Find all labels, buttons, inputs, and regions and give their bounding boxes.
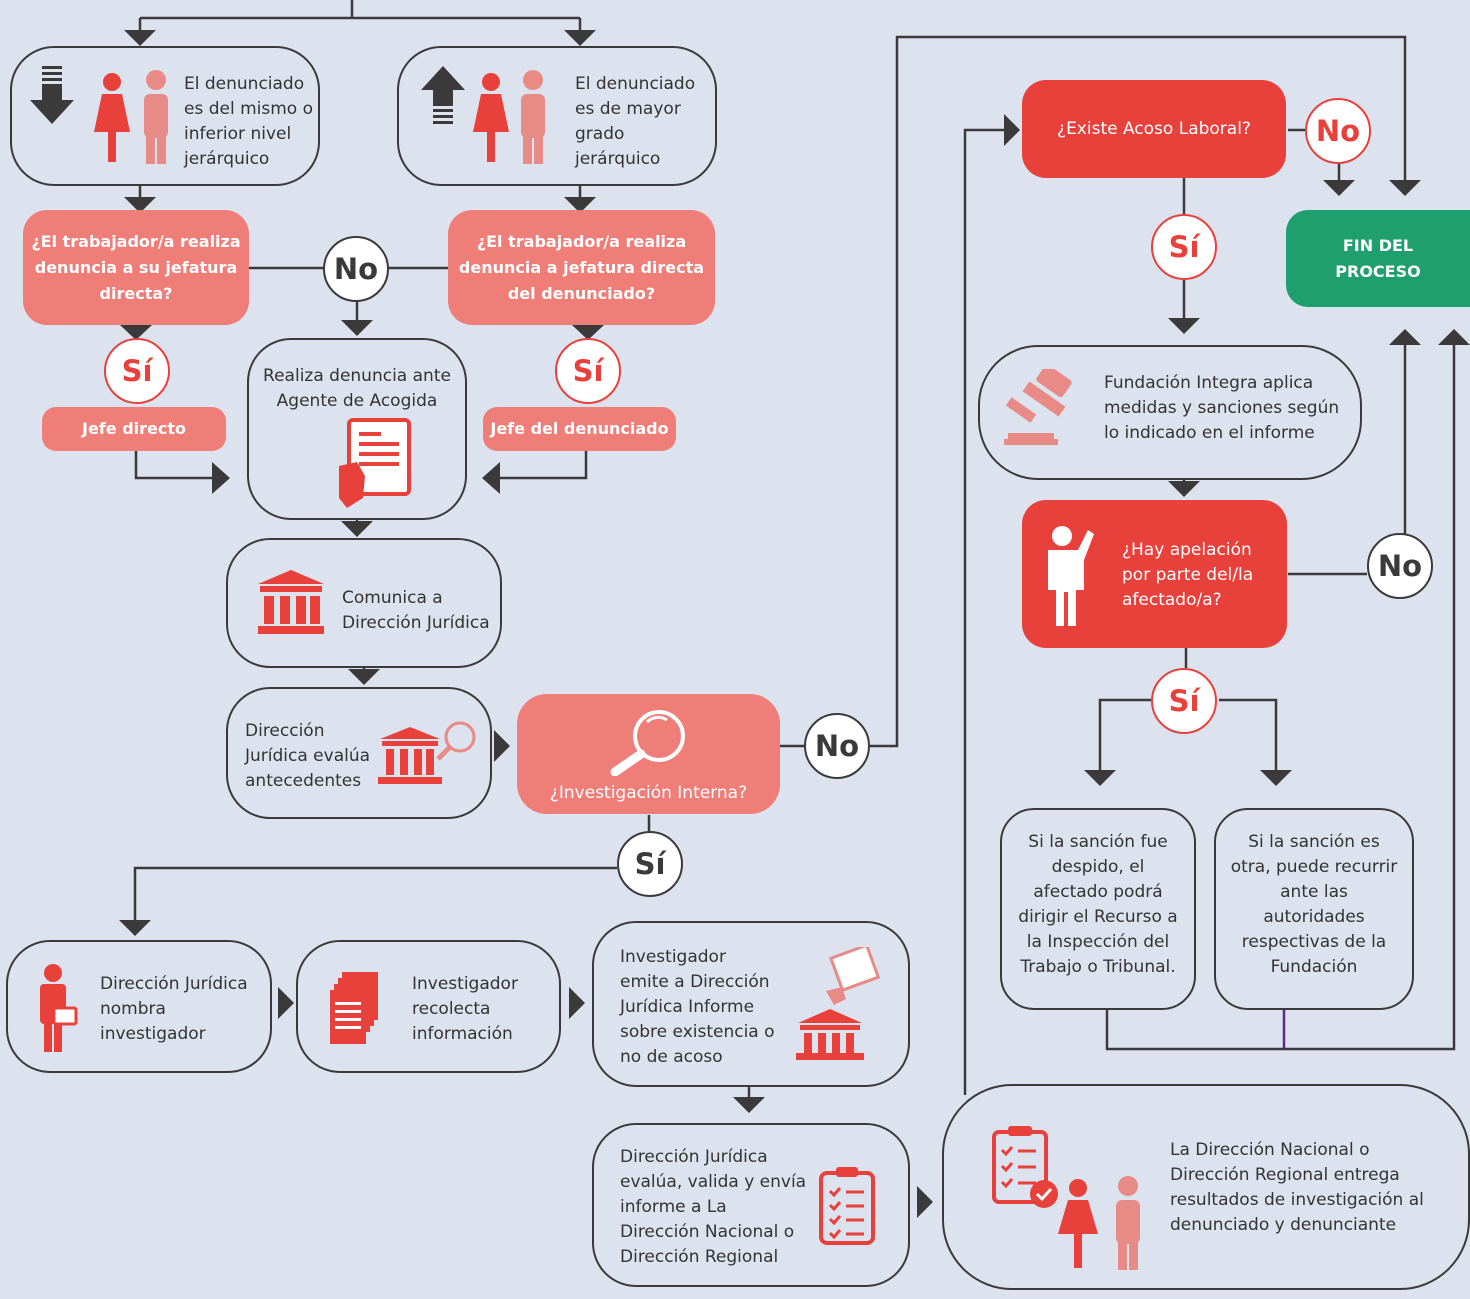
jefe-denunciado-label: Jefe del denunciado: [483, 407, 676, 451]
box-recolecta: Investigador recolecta información: [296, 940, 561, 1073]
arrow-down-people-icon: [30, 66, 168, 164]
question-apelacion: ¿Hay apelación por parte del/la afectado…: [1022, 500, 1287, 648]
box-valida-text: Dirección Jurídica evalúa, valida y enví…: [620, 1147, 807, 1267]
box-comunica-text: Comunica a Dirección Jurídica: [342, 588, 490, 633]
gavel-icon: [1004, 369, 1072, 445]
box-despido: Si la sanción fue despido, el afectado p…: [1000, 808, 1196, 1010]
no-circle-1: No: [323, 236, 389, 302]
files-icon: [330, 972, 378, 1044]
box-otra-text: Si la sanción es otra, puede recurrir an…: [1230, 832, 1398, 977]
box-higher-level-text: El denunciado es de mayor grado jerárqui…: [575, 74, 696, 169]
no-circle-2: No: [804, 713, 870, 779]
si-circle-5: Sí: [1151, 668, 1217, 734]
checklist-people-icon: [992, 1126, 1140, 1270]
document-hand-icon: [339, 418, 411, 508]
box-aplica: Fundación Integra aplica medidas y sanci…: [978, 345, 1362, 480]
question-investigacion: ¿Investigación Interna?: [517, 694, 780, 814]
box-evalua: Dirección Jurídica evalúa antecedentes: [226, 687, 492, 819]
si-circle-3: Sí: [617, 831, 683, 897]
question-direct-boss: ¿El trabajador/a realiza denuncia a su j…: [23, 210, 249, 325]
document-building-icon: [796, 947, 881, 1060]
box-despido-text: Si la sanción fue despido, el afectado p…: [1018, 832, 1178, 977]
box-valida: Dirección Jurídica evalúa, valida y enví…: [592, 1123, 910, 1287]
building-search-icon: [378, 721, 476, 784]
box-otra: Si la sanción es otra, puede recurrir an…: [1214, 808, 1414, 1010]
box-entrega: La Dirección Nacional o Dirección Region…: [942, 1084, 1470, 1290]
box-recolecta-text: Investigador recolecta información: [412, 974, 518, 1044]
box-aplica-text: Fundación Integra aplica medidas y sanci…: [1104, 373, 1340, 443]
box-agente-acogida: Realiza denuncia ante Agente de Acogida: [247, 338, 467, 520]
question-accused-boss: ¿El trabajador/a realiza denuncia a jefa…: [448, 210, 715, 325]
magnifier-icon: [610, 710, 685, 776]
box-lower-level: El denunciado es del mismo o inferior ni…: [10, 46, 320, 186]
question-apelacion-text: ¿Hay apelación por parte del/la afectado…: [1122, 540, 1254, 610]
question-acoso: ¿Existe Acoso Laboral?: [1022, 80, 1286, 178]
box-comunica: Comunica a Dirección Jurídica: [226, 538, 502, 668]
question-investigacion-text: ¿Investigación Interna?: [549, 783, 748, 803]
no-circle-3: No: [1305, 98, 1371, 164]
person-raising-hand-icon: [1048, 526, 1094, 626]
building-icon: [258, 570, 324, 634]
arrow-up-people-icon: [421, 66, 545, 164]
box-entrega-text: La Dirección Nacional o Dirección Region…: [1170, 1140, 1424, 1235]
box-nombra: Dirección Jurídica nombra investigador: [6, 940, 272, 1073]
box-lower-level-text: El denunciado es del mismo o inferior ni…: [184, 74, 314, 169]
box-higher-level: El denunciado es de mayor grado jerárqui…: [397, 46, 717, 186]
box-agente-acogida-text: Realiza denuncia ante Agente de Acogida: [263, 366, 451, 411]
box-nombra-text: Dirección Jurídica nombra investigador: [100, 974, 248, 1044]
checklist-icon: [819, 1167, 875, 1245]
si-circle-4: Sí: [1151, 214, 1217, 280]
box-evalua-text: Dirección Jurídica evalúa antecedentes: [245, 721, 371, 791]
si-circle-1: Sí: [104, 338, 170, 404]
no-circle-4: No: [1367, 533, 1433, 599]
box-emite-text: Investigador emite a Dirección Jurídica …: [620, 947, 775, 1067]
jefe-directo-label: Jefe directo: [42, 407, 226, 451]
investigator-icon: [40, 964, 78, 1052]
fin-proceso: FIN DEL PROCESO: [1286, 210, 1470, 307]
si-circle-2: Sí: [555, 338, 621, 404]
box-emite: Investigador emite a Dirección Jurídica …: [592, 921, 910, 1087]
